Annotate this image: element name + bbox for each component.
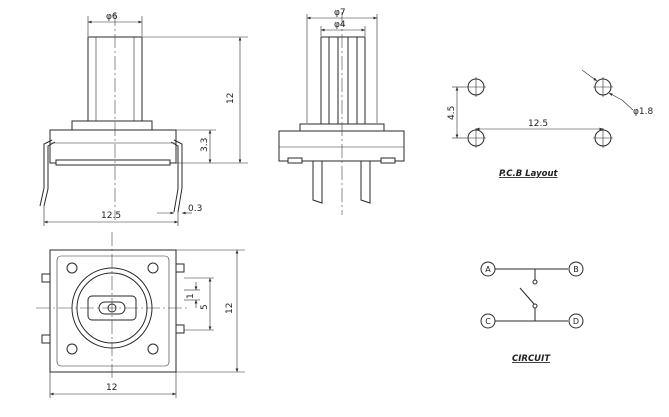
dim-front-dia-6: φ6 (106, 12, 118, 22)
circuit-pin-d (568, 313, 584, 329)
front-left-leg (39, 139, 53, 207)
circuit-pin-a (480, 261, 496, 277)
side-view: φ7 φ4 (278, 8, 405, 215)
dim-pcb-4-5: 4.5 (447, 106, 457, 120)
front-view: φ6 12 3.3 12.5 0.3 (39, 12, 248, 226)
front-base (55, 159, 171, 166)
pcb-layout-title: P.C.B Layout (499, 169, 558, 179)
dim-top-1: 1 (186, 293, 196, 299)
side-right-pin (360, 160, 371, 204)
top-view: 12 12 5 1 (36, 232, 245, 398)
dim-front-height-12: 12 (226, 93, 236, 104)
dim-top-5: 5 (200, 304, 210, 310)
front-right-leg (173, 139, 183, 213)
svg-text:B: B (573, 265, 579, 274)
side-body (278, 130, 405, 162)
circuit-title: CIRCUIT (512, 354, 551, 364)
dim-top-height-12: 12 (225, 303, 235, 314)
svg-text:D: D (573, 317, 579, 326)
circuit-switch-contact (519, 287, 535, 305)
dim-side-dia-4: φ4 (334, 20, 346, 30)
dim-top-width-12: 12 (106, 383, 117, 393)
dim-front-0-3: 0.3 (188, 204, 202, 214)
dim-front-width-12-5: 12.5 (101, 211, 121, 221)
circuit-pin-c (480, 313, 496, 329)
svg-text:A: A (485, 265, 491, 274)
svg-text:C: C (485, 317, 491, 326)
dim-side-dia-7: φ7 (334, 8, 346, 18)
front-collar (71, 120, 153, 131)
side-left-pin (312, 160, 323, 204)
front-body (49, 129, 177, 164)
dim-pcb-12-5: 12.5 (528, 119, 548, 129)
circuit-diagram: A B C D CIRCUIT (480, 261, 584, 364)
dim-front-3-3: 3.3 (200, 138, 210, 152)
circuit-pin-b (568, 261, 584, 277)
dim-pcb-dia-1-8: φ1.8 (633, 107, 654, 117)
pcb-layout: 4.5 12.5 φ1.8 P.C.B Layout (447, 69, 654, 179)
